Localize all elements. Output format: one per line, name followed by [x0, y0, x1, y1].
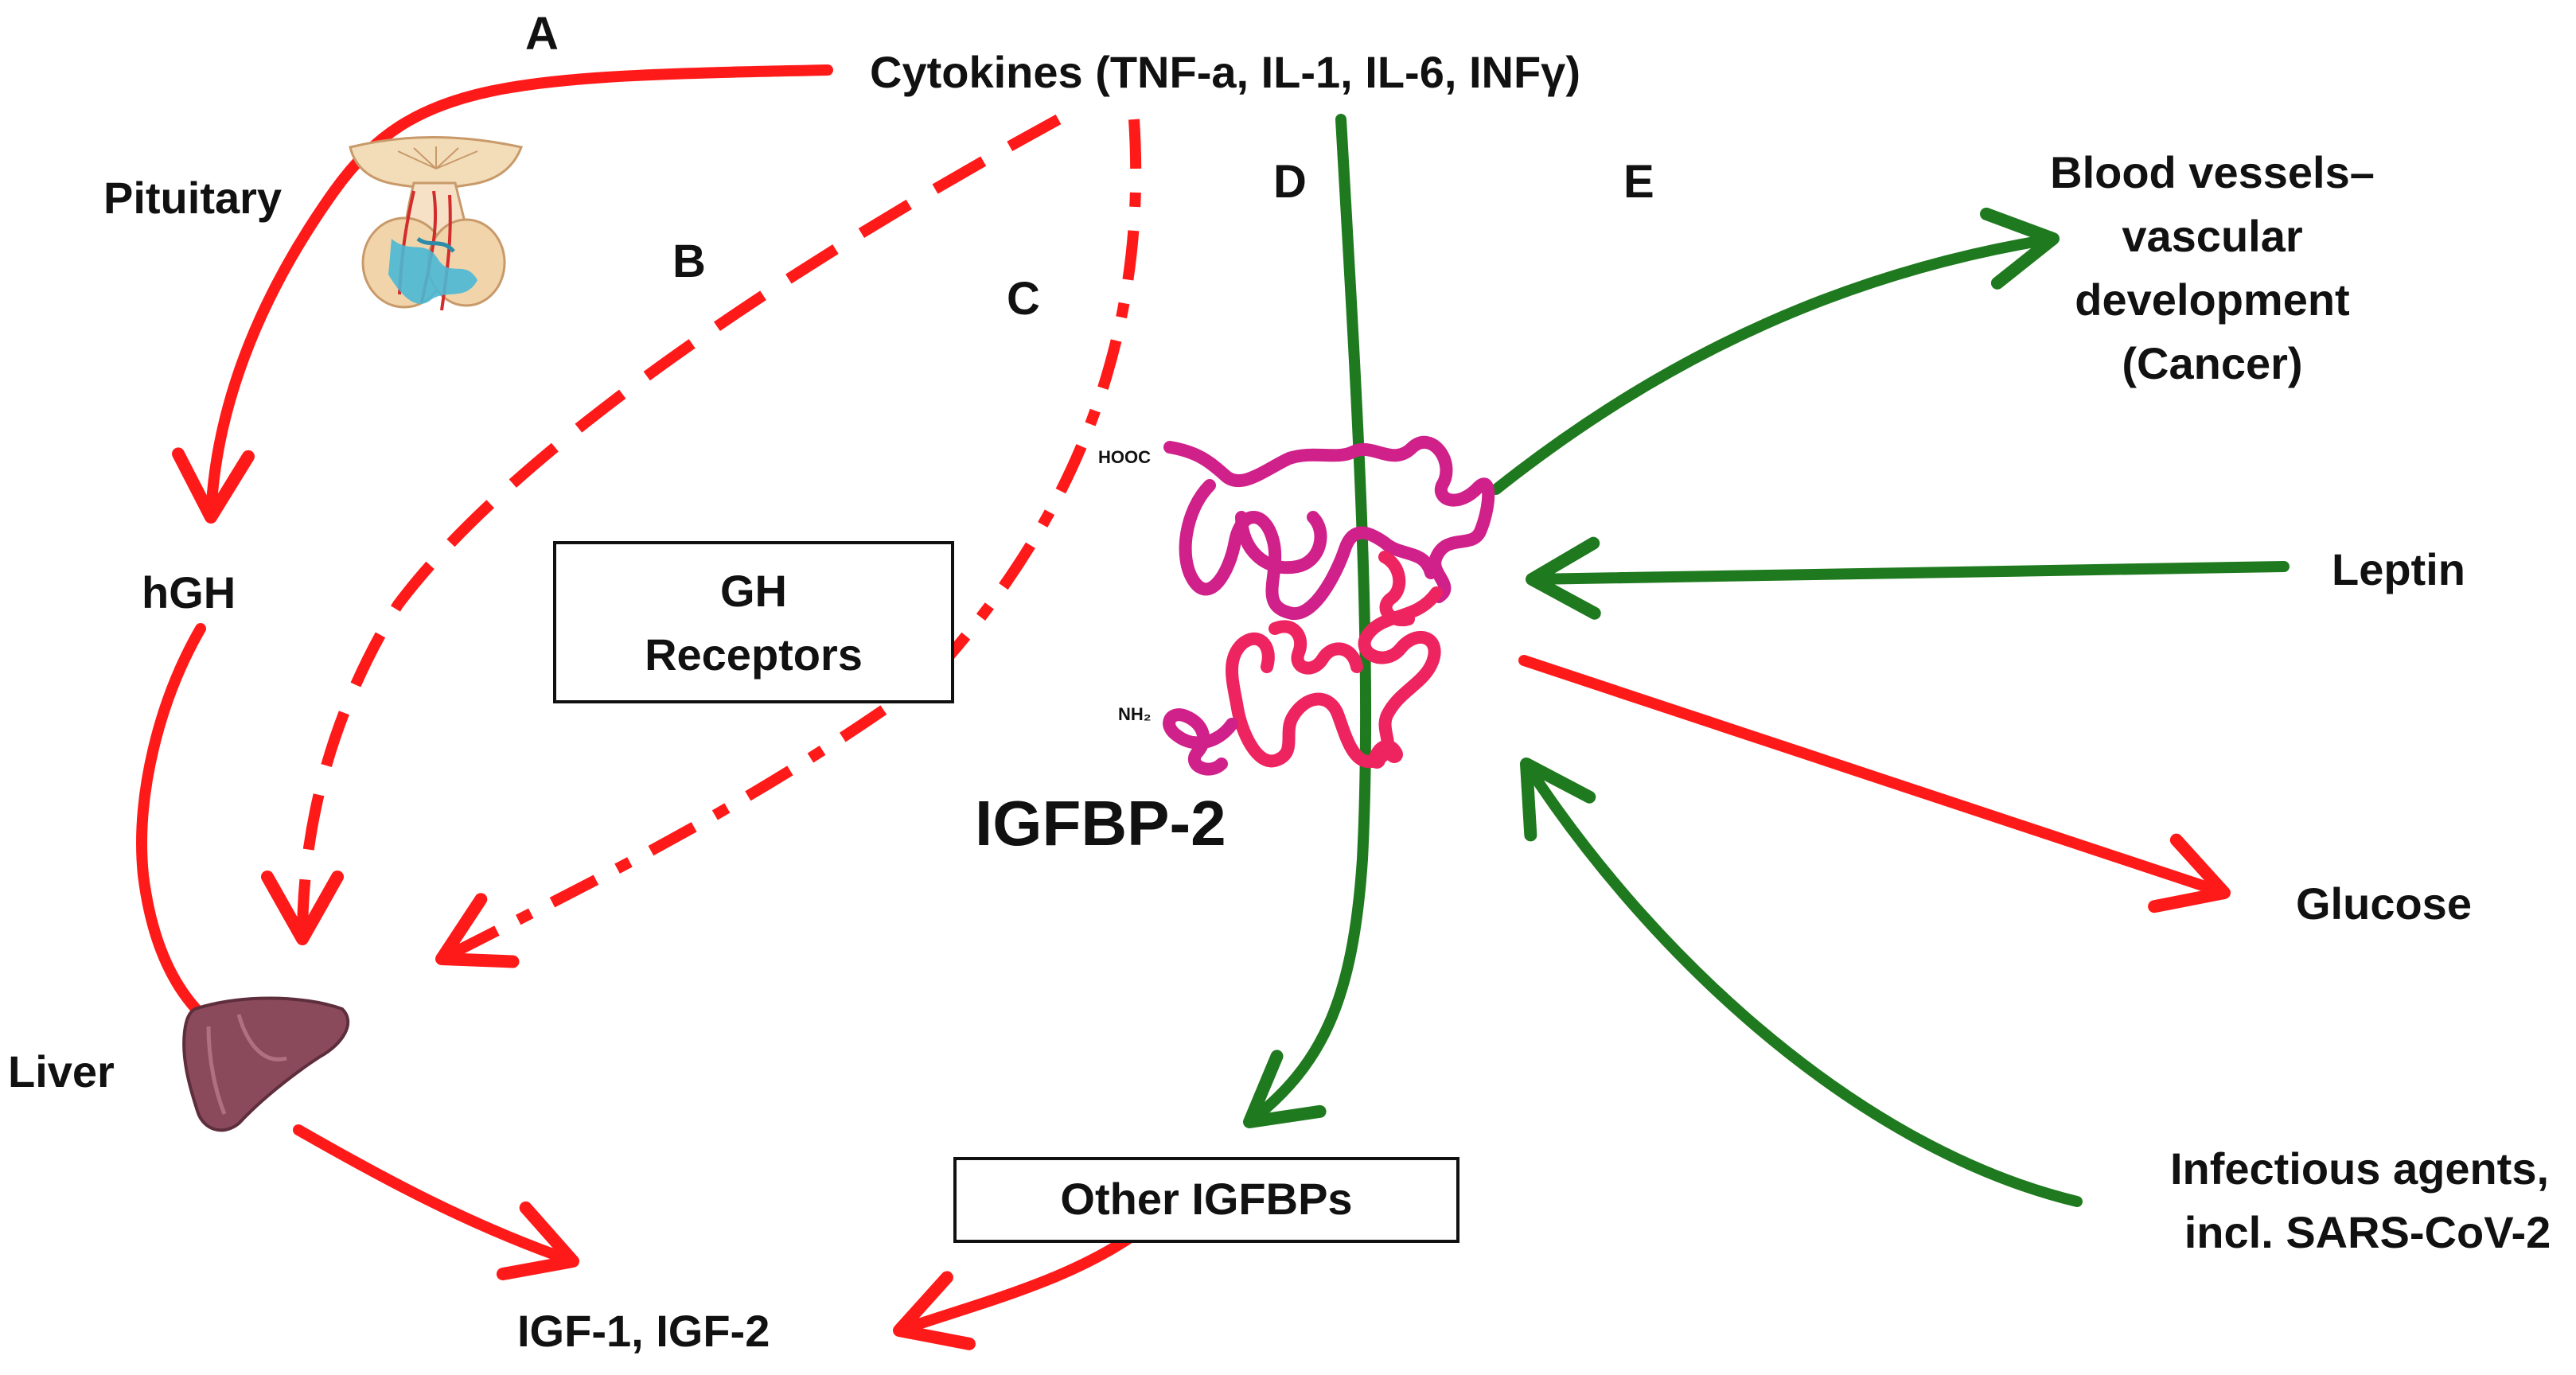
arrow-a-cytokines-to-hgh: [172, 64, 833, 524]
letter-c: C: [1007, 273, 1040, 325]
cytokines-label: Cytokines (TNF-a, IL-1, IL-6, INFγ): [870, 47, 1580, 97]
leptin-label: Leptin: [2332, 544, 2465, 594]
igf-label: IGF-1, IGF-2: [517, 1306, 770, 1356]
blood-vessels-line-3: development: [2075, 275, 2349, 325]
arrow-igfbp2-to-glucose: [1518, 655, 2231, 913]
arrow-other-igfbps-to-igf: [893, 1229, 1140, 1350]
gh-receptors-line-2: Receptors: [645, 629, 863, 680]
letter-b: B: [672, 236, 706, 287]
glucose-label: Glucose: [2296, 878, 2472, 929]
hgh-label: hGH: [142, 567, 236, 617]
arrow-liver-to-igf: [293, 1124, 579, 1281]
arrow-infectious-to-igfbp2: [1520, 758, 2083, 1207]
arrow-d-cytokines-to-other-igfbps: [1243, 114, 1372, 1128]
letter-e: E: [1623, 156, 1654, 208]
arrow-b-cytokines-to-liver: [261, 114, 1062, 945]
arrow-c-cytokines-to-liver: [435, 119, 1142, 968]
gh-receptors-box: [553, 541, 954, 703]
igfbp2-label: IGFBP-2: [975, 788, 1226, 859]
other-igfbps-box: [953, 1157, 1459, 1243]
pituitary-label: Pituitary: [103, 173, 282, 223]
nh2-terminus-label: NH₂: [1118, 704, 1152, 724]
letter-a: A: [525, 8, 559, 60]
liver-organ-icon: [182, 996, 350, 1132]
blood-vessels-line-1: Blood vessels–: [2050, 147, 2375, 197]
arrow-leptin-to-igfbp2: [1526, 536, 2290, 620]
infectious-agents-line-2: incl. SARS-CoV-2: [2184, 1207, 2551, 1257]
letter-d: D: [1273, 156, 1307, 208]
igfbp2-protein-structure: [1163, 435, 1495, 776]
infectious-agents-line-1: Infectious agents,: [2170, 1143, 2549, 1194]
pituitary-gland-icon: [349, 136, 524, 311]
blood-vessels-line-2: vascular: [2122, 211, 2302, 261]
arrow-e-igfbp2-to-blood-vessels: [1491, 207, 2060, 495]
liver-label: Liver: [8, 1046, 115, 1096]
hooc-terminus-label: HOOC: [1098, 447, 1151, 467]
other-igfbps-label: Other IGFBPs: [1060, 1174, 1352, 1224]
blood-vessels-line-4: (Cancer): [2122, 338, 2302, 388]
line-hgh-to-liver: [136, 623, 206, 1018]
gh-receptors-line-1: GH: [720, 566, 787, 616]
